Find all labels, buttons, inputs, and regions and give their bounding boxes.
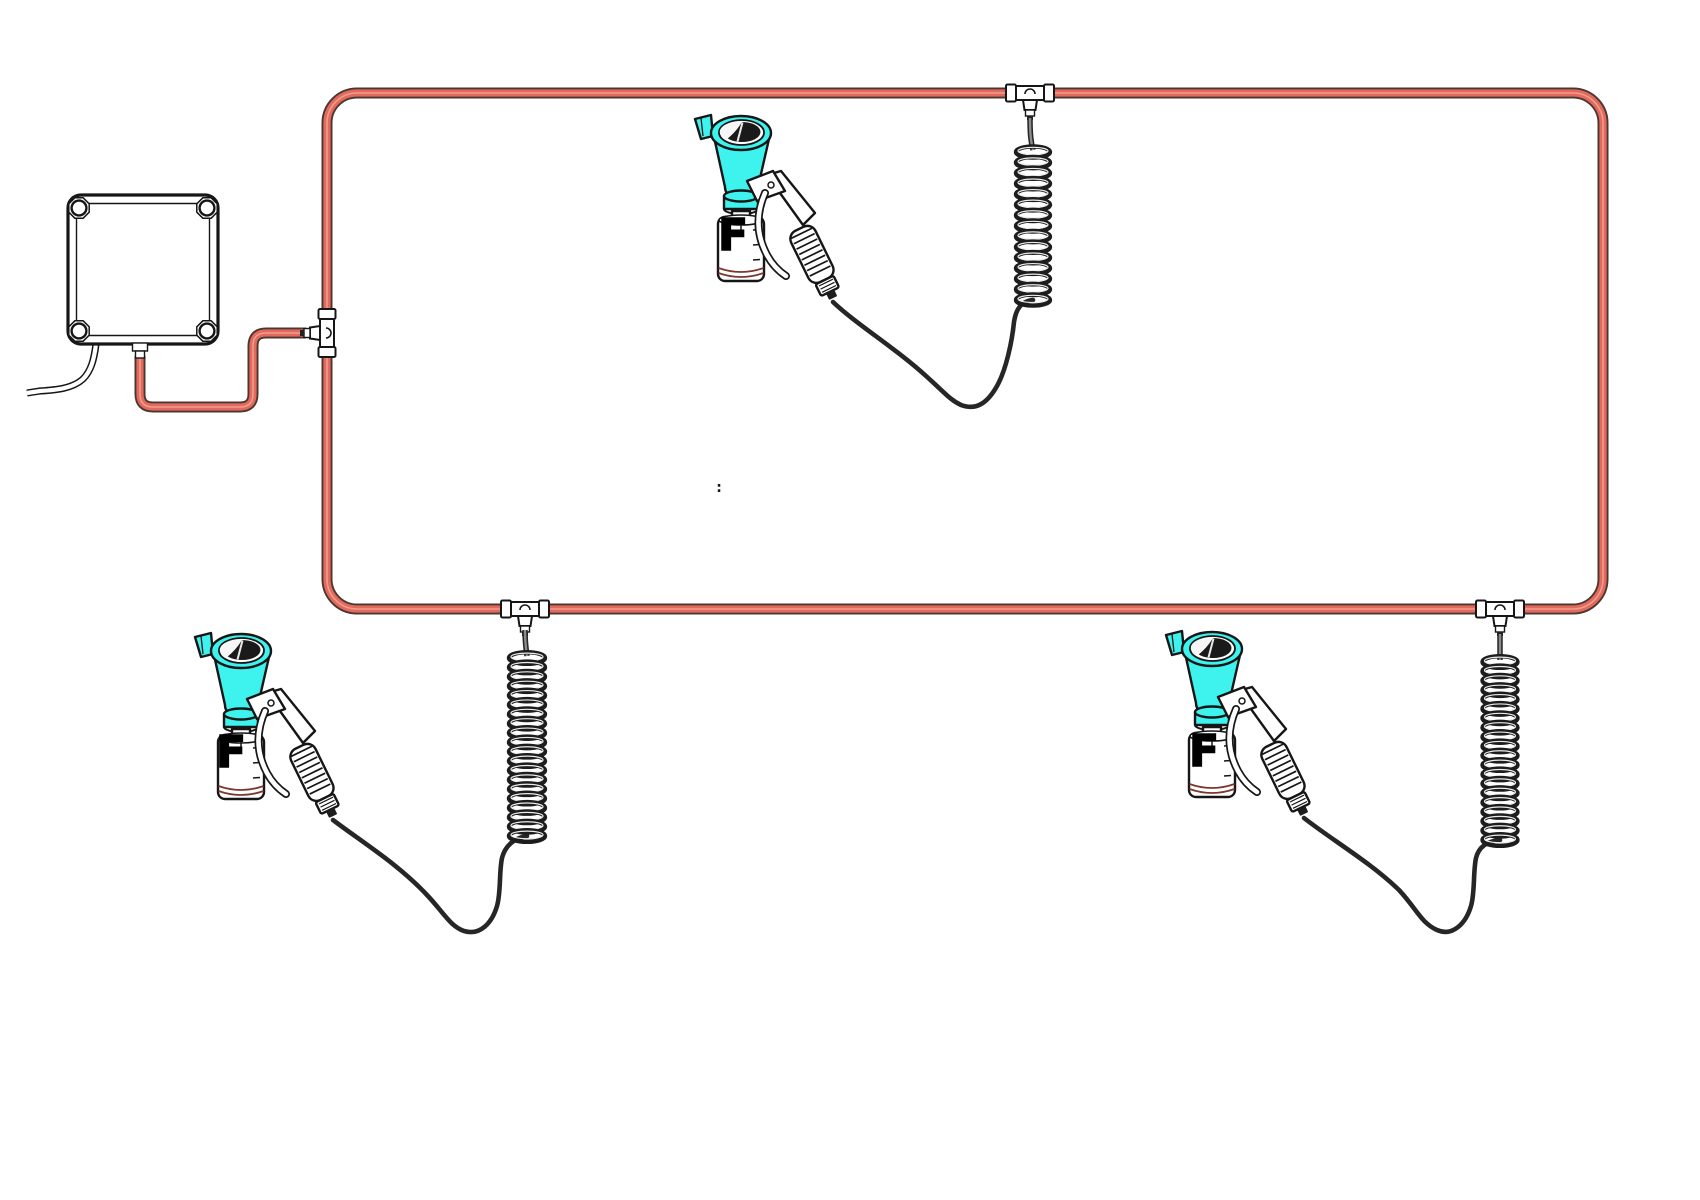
coil-ring bbox=[1480, 738, 1520, 755]
coil-ring bbox=[1480, 766, 1520, 783]
coil-ring bbox=[1480, 747, 1520, 764]
coil-ring bbox=[506, 659, 548, 676]
tee-supply bbox=[299, 308, 337, 358]
coil-ring-highlight bbox=[510, 830, 544, 840]
coil-ring-highlight bbox=[1017, 157, 1049, 166]
coil-ring bbox=[1480, 785, 1520, 802]
coil-ring bbox=[506, 771, 548, 788]
coil-ring-highlight bbox=[1017, 231, 1049, 240]
coil-ring bbox=[1480, 832, 1520, 849]
coil-ring bbox=[506, 650, 548, 667]
coil-ring-highlight bbox=[1017, 273, 1049, 282]
box-outlet-nipple bbox=[134, 350, 146, 359]
coil-ring-highlight bbox=[1483, 834, 1517, 844]
coil-ring bbox=[1480, 775, 1520, 792]
coil-ring bbox=[506, 678, 548, 695]
coil-ring bbox=[506, 715, 548, 732]
coil-ring bbox=[506, 818, 548, 835]
stray-mark: : bbox=[716, 480, 722, 496]
coil-ring bbox=[1480, 822, 1520, 839]
coil-ring bbox=[506, 706, 548, 723]
coil-bottom-left bbox=[506, 650, 548, 845]
box-lid-line bbox=[75, 202, 211, 337]
coil-ring bbox=[1013, 292, 1053, 308]
coil-ring bbox=[1480, 794, 1520, 811]
coil-ring bbox=[1480, 691, 1520, 708]
box-screw bbox=[195, 319, 219, 343]
coil-ring-highlight bbox=[1017, 178, 1049, 187]
coil-ring-highlight bbox=[1017, 188, 1049, 198]
coil-ring bbox=[1480, 813, 1520, 830]
coil-ring-highlight bbox=[1017, 210, 1049, 219]
box-screw bbox=[195, 196, 219, 220]
coil-ring-highlight bbox=[1017, 294, 1049, 304]
coil-ring-highlight bbox=[1017, 146, 1049, 156]
ring-main-loop bbox=[321, 87, 1609, 615]
coil-ring bbox=[506, 668, 548, 685]
coil-ring bbox=[506, 696, 548, 713]
coil-ring-highlight bbox=[1017, 220, 1049, 230]
loop-pipe-highlight bbox=[326, 92, 1604, 610]
coil-bottom-right bbox=[1480, 654, 1520, 849]
hose-bottom-left bbox=[330, 817, 530, 935]
bottle-label-bottom-right: F bbox=[1189, 726, 1219, 777]
loop-pipe bbox=[323, 89, 1607, 613]
coil-ring bbox=[1480, 710, 1520, 727]
coil-ring bbox=[1480, 757, 1520, 774]
coil-ring bbox=[506, 743, 548, 760]
coil-ring-highlight bbox=[1017, 241, 1049, 251]
coil-ring-highlight bbox=[1017, 167, 1049, 177]
coil-ring bbox=[1480, 663, 1520, 680]
coil-ring bbox=[506, 790, 548, 807]
coil-ring bbox=[1480, 803, 1520, 820]
loop-pipe-outline bbox=[321, 87, 1609, 615]
supply-pipe-highlight bbox=[139, 332, 306, 408]
power-cable bbox=[26, 343, 99, 396]
coil-ring bbox=[506, 762, 548, 779]
coil-ring bbox=[506, 753, 548, 770]
coil-top bbox=[1013, 144, 1053, 308]
coil-ring bbox=[1480, 700, 1520, 717]
coil-ring bbox=[506, 781, 548, 798]
box-screw bbox=[67, 196, 91, 220]
coil-ring bbox=[1480, 719, 1520, 736]
coil-ring-highlight bbox=[1017, 252, 1049, 261]
coil-ring bbox=[506, 687, 548, 704]
box-screw bbox=[67, 319, 91, 343]
tee-bottom-right bbox=[1475, 599, 1525, 637]
coil-ring bbox=[1480, 672, 1520, 689]
coil-ring bbox=[1480, 682, 1520, 699]
coil-ring-highlight bbox=[1017, 262, 1049, 272]
coil-ring bbox=[506, 809, 548, 826]
coil-ring-highlight bbox=[1017, 284, 1049, 293]
control-box bbox=[26, 193, 220, 397]
coil-ring bbox=[1480, 654, 1520, 671]
box-body bbox=[66, 193, 220, 346]
coil-ring bbox=[506, 724, 548, 741]
hose-bottom-right bbox=[1301, 815, 1503, 934]
coil-ring-highlight bbox=[1017, 199, 1049, 208]
coil-ring bbox=[506, 734, 548, 751]
coil-ring bbox=[506, 799, 548, 816]
coil-ring bbox=[1480, 728, 1520, 745]
box-outlet-fitting bbox=[131, 342, 149, 352]
tee-top bbox=[1005, 83, 1055, 121]
hose-top bbox=[830, 297, 1036, 410]
coil-ring bbox=[506, 828, 548, 845]
supply-line bbox=[134, 327, 306, 413]
bottle-label-top: F bbox=[718, 210, 748, 261]
bottle-label-bottom-left: F bbox=[216, 727, 246, 778]
power-cable-outline bbox=[26, 343, 100, 397]
